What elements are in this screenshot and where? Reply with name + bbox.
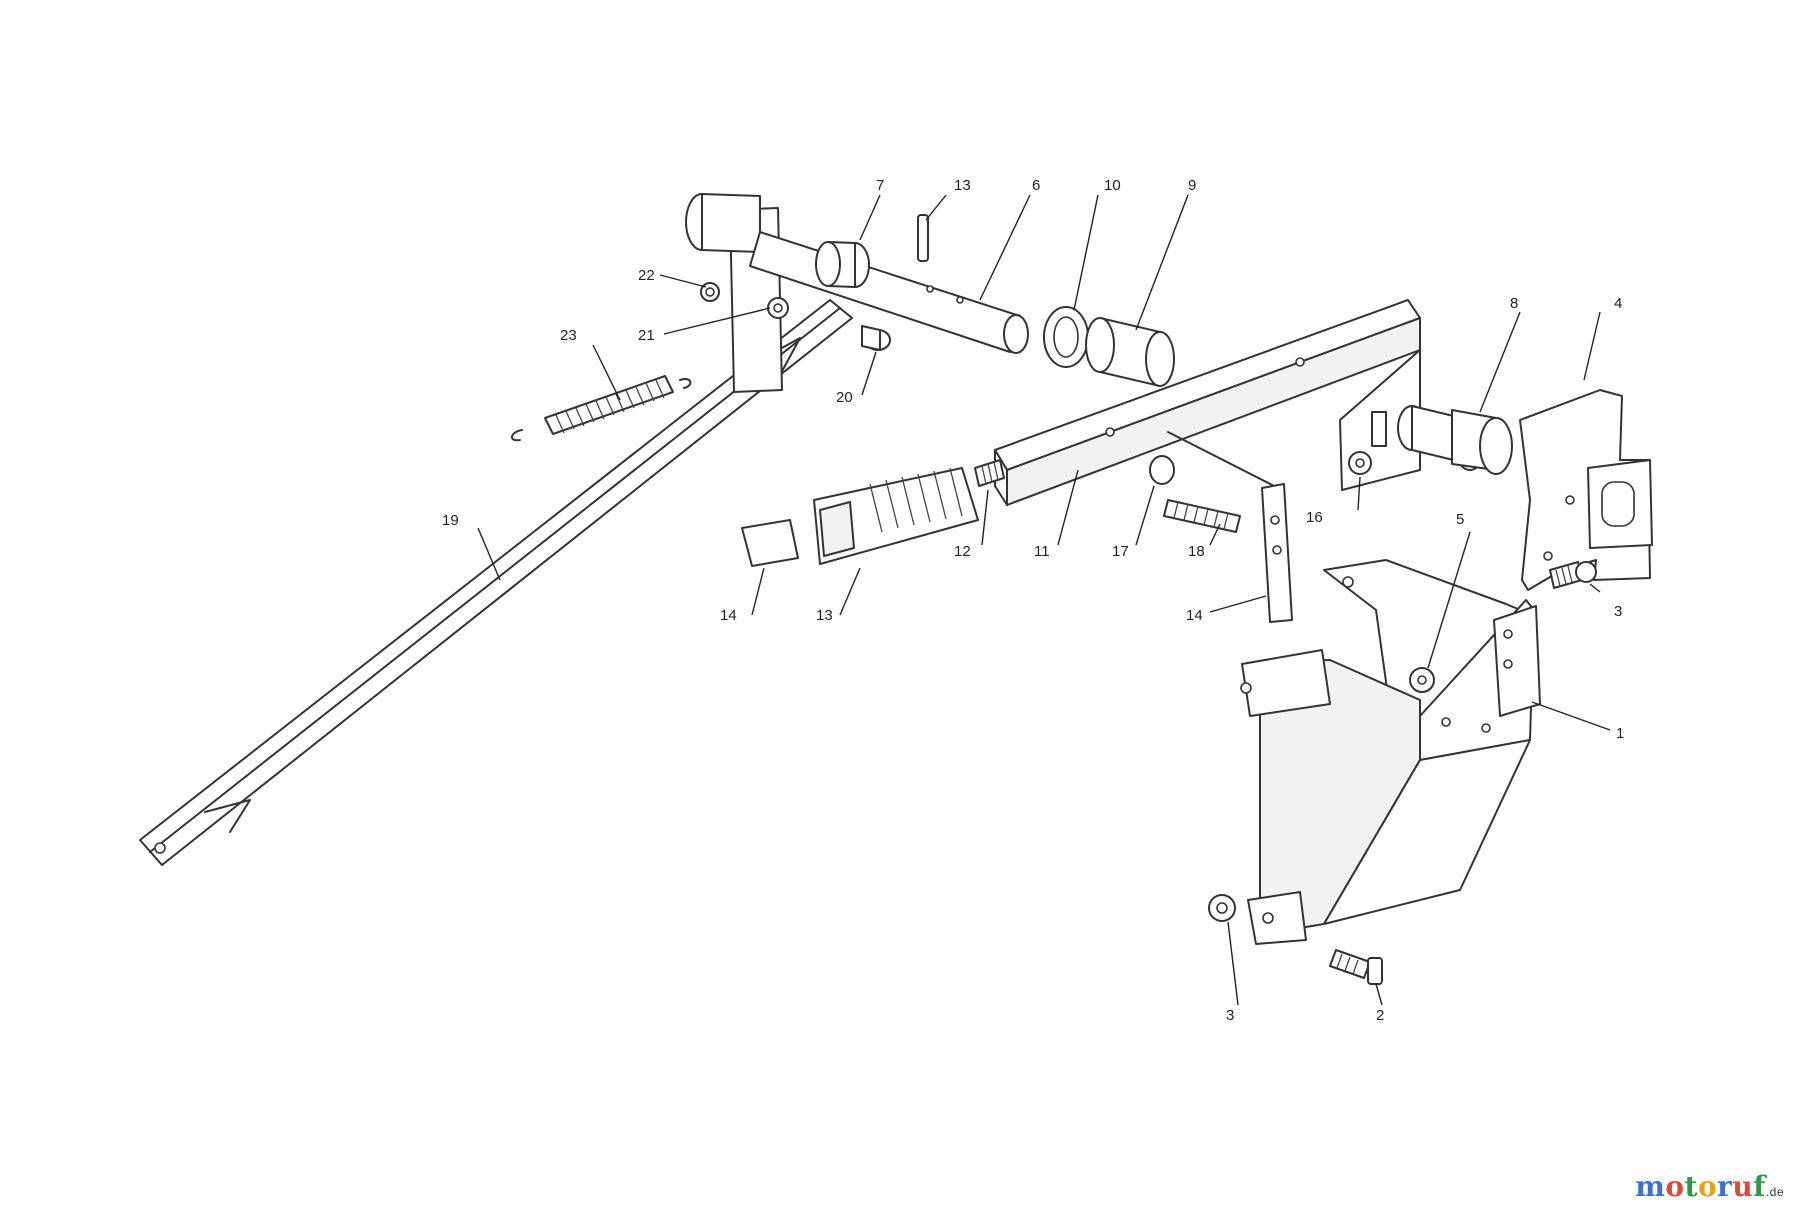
part-5-bolt [1549,561,1597,589]
part-2-bolt [1329,949,1383,985]
callout-9: 9 [1188,177,1196,194]
part-8-bushing-left [815,241,870,288]
callout-21: 20 [836,389,853,406]
callout-6: 5 [1456,511,1464,528]
part-9-sleeve [1085,317,1175,387]
brand-letter: m [1635,1170,1666,1203]
brand-domain-suffix: .de [1765,1185,1784,1199]
callout-7: 6 [1032,177,1040,194]
part-20-lever-arm [139,299,853,866]
brand-letter: o [1697,1170,1718,1203]
brand-letter: o [1665,1170,1685,1203]
callout-8-right: 8 [1510,295,1518,312]
callout-24: 23 [560,327,577,344]
callout-5: 3 [1614,603,1622,620]
callout-19: 18 [1188,543,1205,560]
leader-lines [477,194,1611,1006]
callout-20: 19 [442,512,459,529]
callout-15: 13 [954,177,971,194]
callout-12: 12 [954,543,971,560]
part-3-nut [1208,894,1236,922]
callout-22: 21 [638,327,655,344]
part-21-clevis-pin [861,325,891,351]
part-14-end-cap [741,519,799,567]
part-12-screw [974,459,1005,487]
brand-logo: motoruf [1635,1170,1766,1203]
callout-4: 4 [1614,295,1622,312]
callout-8: 7 [876,177,884,194]
brand-watermark: motoruf.de [1635,1170,1784,1203]
part-19-spring [1163,499,1241,533]
part-8-bushing-right [1397,405,1513,475]
brand-letter: f [1753,1170,1766,1203]
part-15-pin [917,214,929,262]
callout-16: 14 [1186,607,1203,624]
callout-14: 14 [720,607,737,624]
callout-11: 11 [1034,543,1050,560]
brand-letter: u [1732,1170,1754,1203]
part-18-nut [1348,451,1372,475]
part-6-nut [1409,667,1435,693]
callout-17: 17 [1112,543,1129,560]
part-16-link-plate [1167,431,1293,623]
callout-23: 22 [638,267,655,284]
callout-10: 10 [1104,177,1121,194]
callout-18: 16 [1306,509,1323,526]
callout-labels: 7 13 6 10 9 22 21 23 20 19 8 4 12 11 17 … [442,177,1624,1024]
brand-letter: t [1684,1170,1698,1203]
callout-13: 13 [816,607,833,624]
part-24-tension-spring [511,375,692,442]
callout-2: 2 [1376,1007,1384,1024]
callout-3: 3 [1226,1007,1234,1024]
part-10-ring [1043,306,1089,368]
part-4-bracket-plate [1519,389,1653,591]
part-13-handle-grip [813,467,979,565]
callout-1: 1 [1616,725,1624,742]
brand-letter: r [1717,1170,1733,1203]
part-22-washer [767,297,789,319]
part-1-main-bracket [1240,559,1541,945]
part-17-rivet [1149,455,1175,485]
